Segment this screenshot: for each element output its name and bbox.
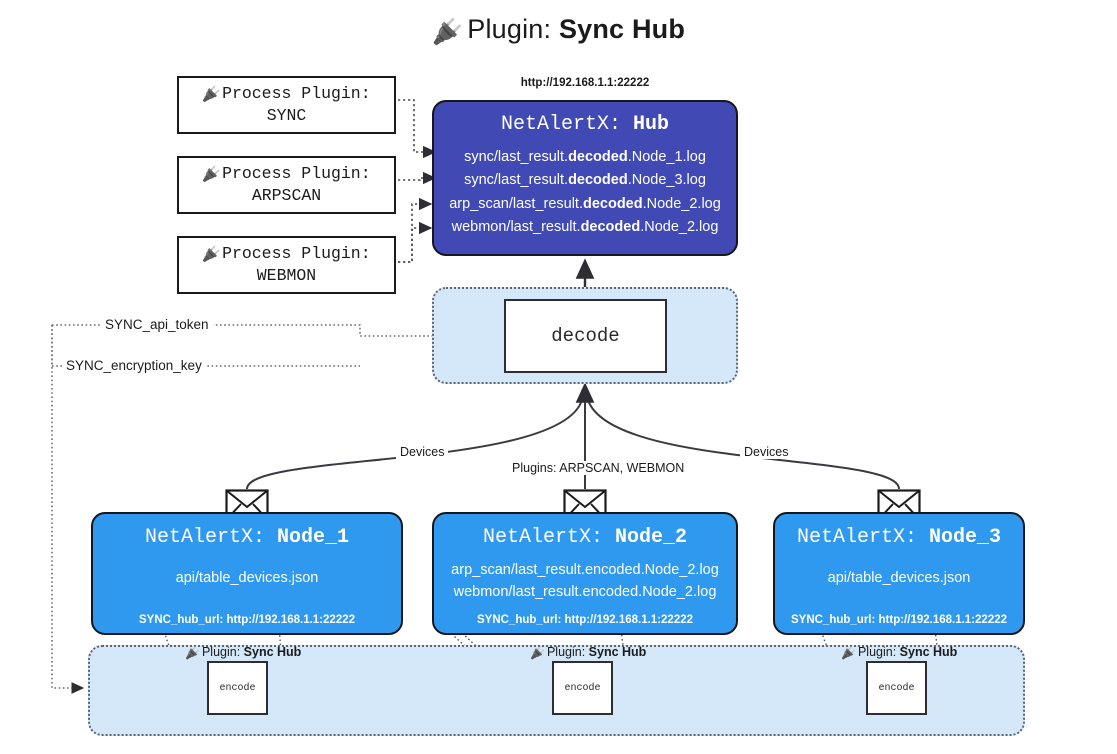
encoder-caption-name: Sync Hub [588, 645, 647, 659]
process-plugin-name: WEBMON [256, 266, 317, 285]
encode-box[interactable]: encode [207, 661, 268, 715]
node-title-prefix: NetAlertX: [144, 526, 277, 549]
log-pre: webmon/last_result. [451, 219, 581, 236]
node-title-name: Node_1 [277, 526, 350, 549]
hub-log-line: arp_scan/last_result.decoded.Node_2.log [449, 193, 721, 216]
hub-url-label: http://192.168.1.1:22222 [520, 77, 650, 89]
hub-log-line: webmon/last_result.decoded.Node_2.log [452, 216, 719, 239]
process-plugin-box-arpscan[interactable]: 🔌Process Plugin: ARPSCAN [177, 156, 396, 214]
log-post: .Node_3.log [627, 172, 706, 189]
log-em: decoded [568, 149, 628, 165]
node-title-prefix: NetAlertX: [796, 526, 929, 549]
encoder-caption-prefix: Plugin: [546, 645, 589, 659]
node-box-node-3[interactable]: NetAlertX: Node_3 api/table_devices.json… [773, 512, 1025, 635]
node-title-prefix: NetAlertX: [482, 526, 615, 549]
process-plugin-box-sync[interactable]: 🔌Process Plugin: SYNC [177, 76, 396, 134]
node-hub-url: SYNC_hub_url: http://192.168.1.1:22222 [790, 614, 1008, 626]
hub-log-line: sync/last_result.decoded.Node_1.log [464, 146, 706, 169]
page-title: 🔌Plugin: Sync Hub [0, 14, 1117, 47]
log-pre: sync/last_result. [464, 172, 569, 189]
log-pre: sync/last_result. [464, 149, 569, 165]
title-prefix: Plugin: [467, 14, 559, 44]
node-title: NetAlertX: Node_3 [797, 526, 1001, 549]
process-plugin-label: Process Plugin: [222, 163, 371, 183]
electric-plug-icon: 🔌 [841, 646, 856, 660]
decode-box[interactable]: decode [504, 299, 667, 373]
sync-api-token-label: SYNC_api_token [101, 317, 213, 332]
electric-plug-icon: 🔌 [530, 646, 545, 660]
encode-box[interactable]: encode [552, 661, 613, 715]
log-post: .Node_2.log [640, 219, 719, 236]
node-resource-line: api/table_devices.json [175, 570, 319, 586]
edge-label-plugins: Plugins: ARPSCAN, WEBMON [508, 461, 689, 475]
encoder-caption-prefix: Plugin: [201, 645, 244, 659]
log-post: .Node_1.log [627, 149, 706, 165]
encoder-caption: 🔌Plugin: Sync Hub [185, 645, 301, 660]
edge-label-devices-left: Devices [396, 445, 449, 459]
hub-box[interactable]: NetAlertX: Hub sync/last_result.decoded.… [432, 100, 738, 256]
process-plugin-box-webmon[interactable]: 🔌Process Plugin: WEBMON [177, 236, 396, 294]
hub-log-line: sync/last_result.decoded.Node_3.log [464, 169, 706, 192]
log-em: decoded [568, 172, 628, 189]
encoder-caption-name: Sync Hub [899, 645, 958, 659]
electric-plug-icon: 🔌 [202, 244, 222, 263]
node-title-name: Node_3 [929, 526, 1002, 549]
electric-plug-icon: 🔌 [431, 18, 464, 46]
node-resource-line: webmon/last_result.encoded.Node_2.log [453, 584, 717, 601]
log-em: decoded [580, 219, 641, 236]
electric-plug-icon: 🔌 [185, 646, 200, 660]
hub-title-name: Hub [633, 113, 670, 136]
node-resource-line: arp_scan/last_result.encoded.Node_2.log [451, 562, 719, 578]
encoder-caption: 🔌Plugin: Sync Hub [530, 645, 646, 660]
encoder-caption-name: Sync Hub [243, 645, 302, 659]
encoder-caption-prefix: Plugin: [857, 645, 900, 659]
edge-label-devices-right: Devices [740, 445, 793, 459]
log-pre: arp_scan/last_result. [449, 195, 583, 212]
process-plugin-name: SYNC [266, 106, 307, 125]
log-em: decoded [582, 195, 643, 212]
sync-encryption-key-label: SYNC_encryption_key [62, 358, 206, 373]
process-plugin-name: ARPSCAN [251, 186, 322, 205]
node-hub-url: SYNC_hub_url: http://192.168.1.1:22222 [138, 614, 356, 626]
process-plugin-label: Process Plugin: [222, 243, 371, 263]
node-title-name: Node_2 [615, 526, 688, 549]
node-box-node-1[interactable]: NetAlertX: Node_1 api/table_devices.json… [91, 512, 403, 635]
encoder-caption: 🔌Plugin: Sync Hub [841, 645, 957, 660]
node-title: NetAlertX: Node_1 [145, 526, 349, 549]
node-box-node-2[interactable]: NetAlertX: Node_2 arp_scan/last_result.e… [432, 512, 738, 635]
node-title: NetAlertX: Node_2 [483, 526, 687, 549]
electric-plug-icon: 🔌 [202, 164, 222, 183]
encode-box[interactable]: encode [866, 661, 927, 715]
title-name: Sync Hub [558, 14, 686, 44]
node-hub-url: SYNC_hub_url: http://192.168.1.1:22222 [476, 614, 694, 626]
process-plugin-label: Process Plugin: [222, 83, 371, 103]
electric-plug-icon: 🔌 [202, 84, 222, 103]
log-post: .Node_2.log [642, 195, 721, 212]
hub-title: NetAlertX: Hub [501, 113, 669, 136]
hub-title-prefix: NetAlertX: [500, 113, 633, 136]
node-resource-line: api/table_devices.json [827, 570, 971, 586]
